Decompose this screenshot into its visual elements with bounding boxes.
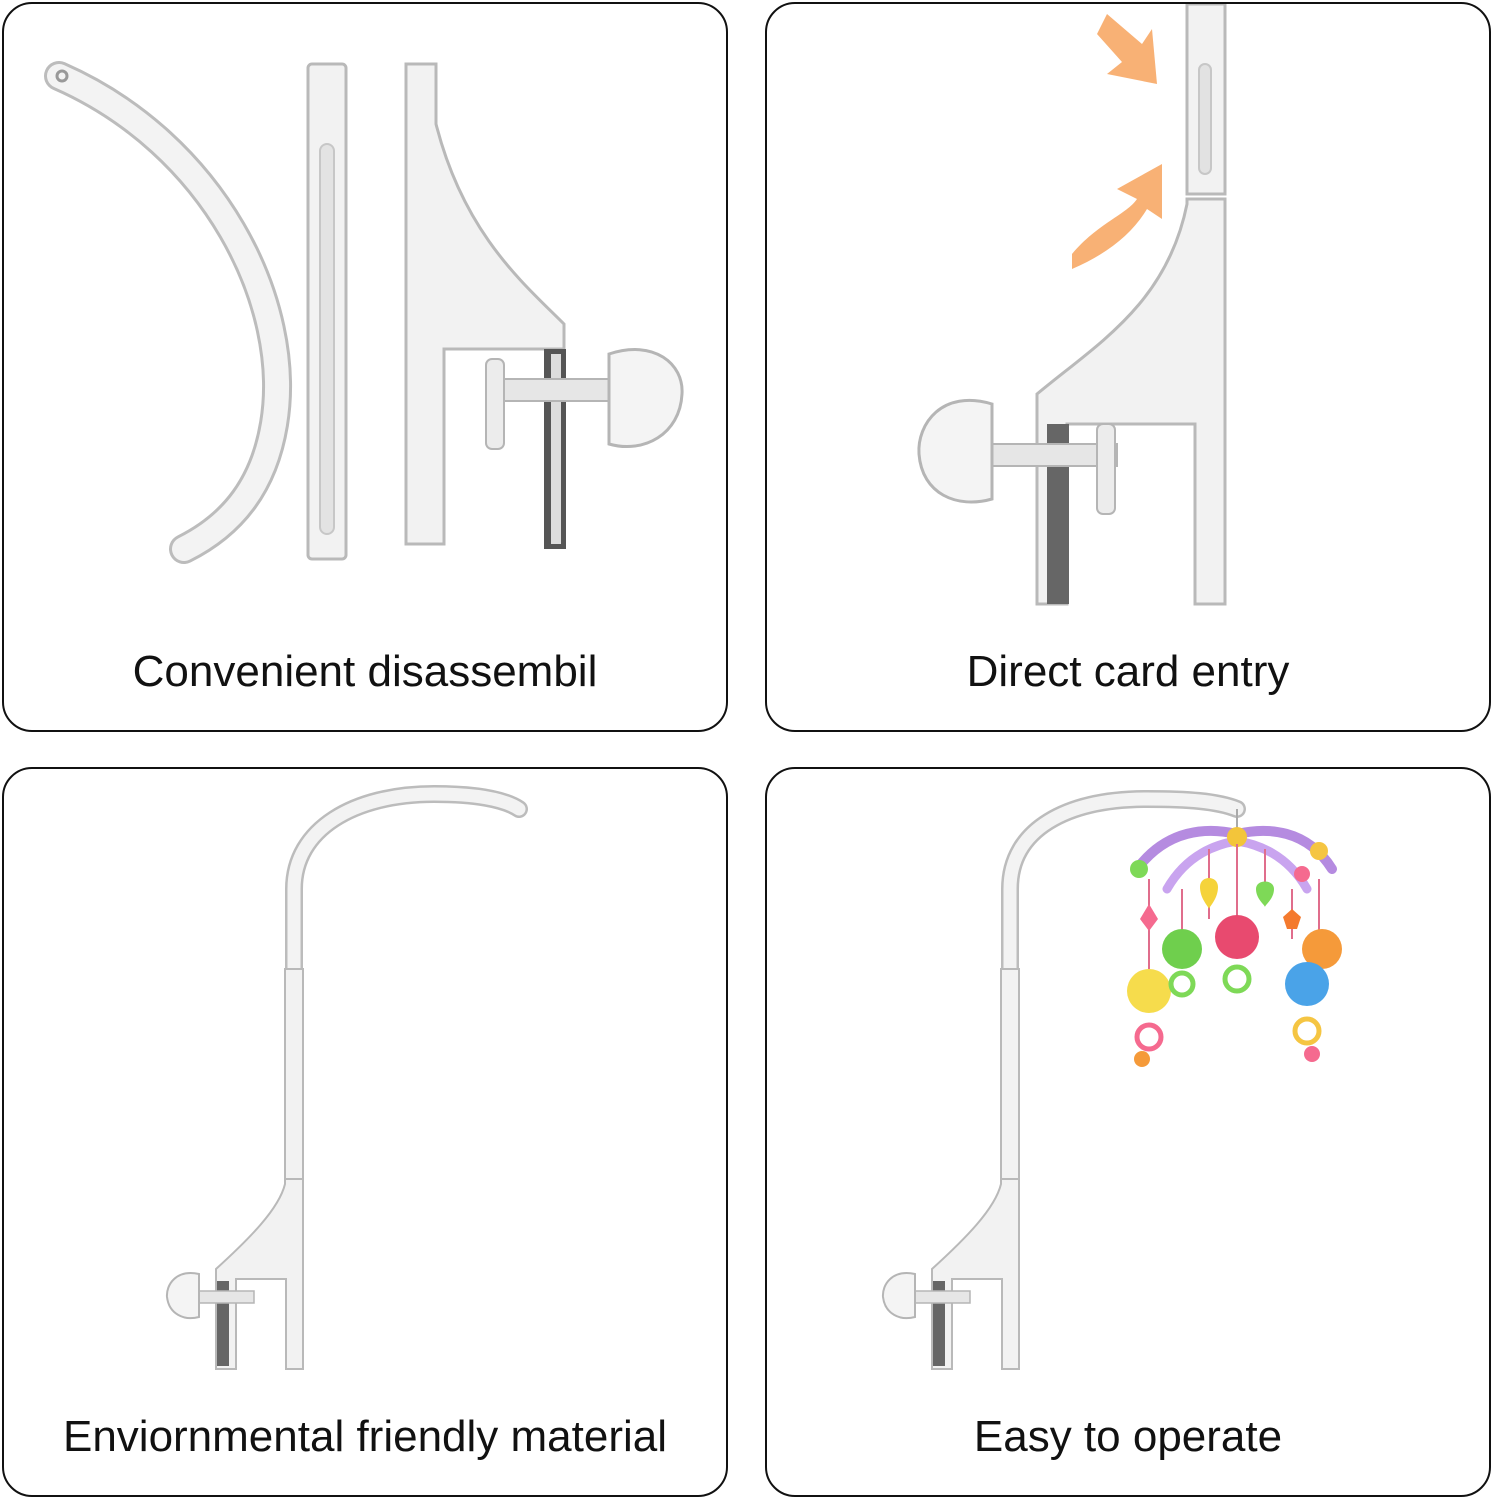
assembled-arm-illustration — [165, 784, 528, 1370]
arrow-up-icon — [1072, 164, 1162, 269]
caption-direct-card-entry: Direct card entry — [966, 647, 1290, 696]
arm-with-mobile-illustration — [881, 789, 1342, 1370]
panel-direct-card-entry: Direct card entry — [765, 2, 1491, 732]
arm-clamp — [215, 1178, 304, 1370]
panel-easy-to-operate: Easy to operate — [765, 767, 1491, 1497]
caption-convenient-disassembly: Convenient disassembil — [132, 647, 598, 696]
caption-easy-to-operate: Easy to operate — [973, 1412, 1283, 1461]
mobile-toy — [1127, 809, 1342, 1067]
screw-icon — [498, 378, 620, 402]
arm-pole — [284, 968, 304, 1180]
arm-clamp — [931, 1178, 1020, 1370]
panel-convenient-disassembly: Convenient disassembil — [2, 2, 728, 732]
panel-environmental-material: Enviornmental friendly material — [2, 767, 728, 1497]
knob-icon — [607, 348, 684, 449]
knob-icon — [881, 1272, 916, 1319]
caption-environmental-material: Enviornmental friendly material — [62, 1412, 668, 1461]
arrow-down-icon — [1097, 14, 1157, 84]
disassembled-parts-illustration — [44, 61, 684, 564]
knob-icon — [917, 398, 994, 504]
clamp-closeup-illustration — [917, 4, 1227, 606]
knob-icon — [165, 1272, 200, 1319]
clamp-part — [404, 62, 566, 546]
arm-pole — [1000, 968, 1020, 1180]
